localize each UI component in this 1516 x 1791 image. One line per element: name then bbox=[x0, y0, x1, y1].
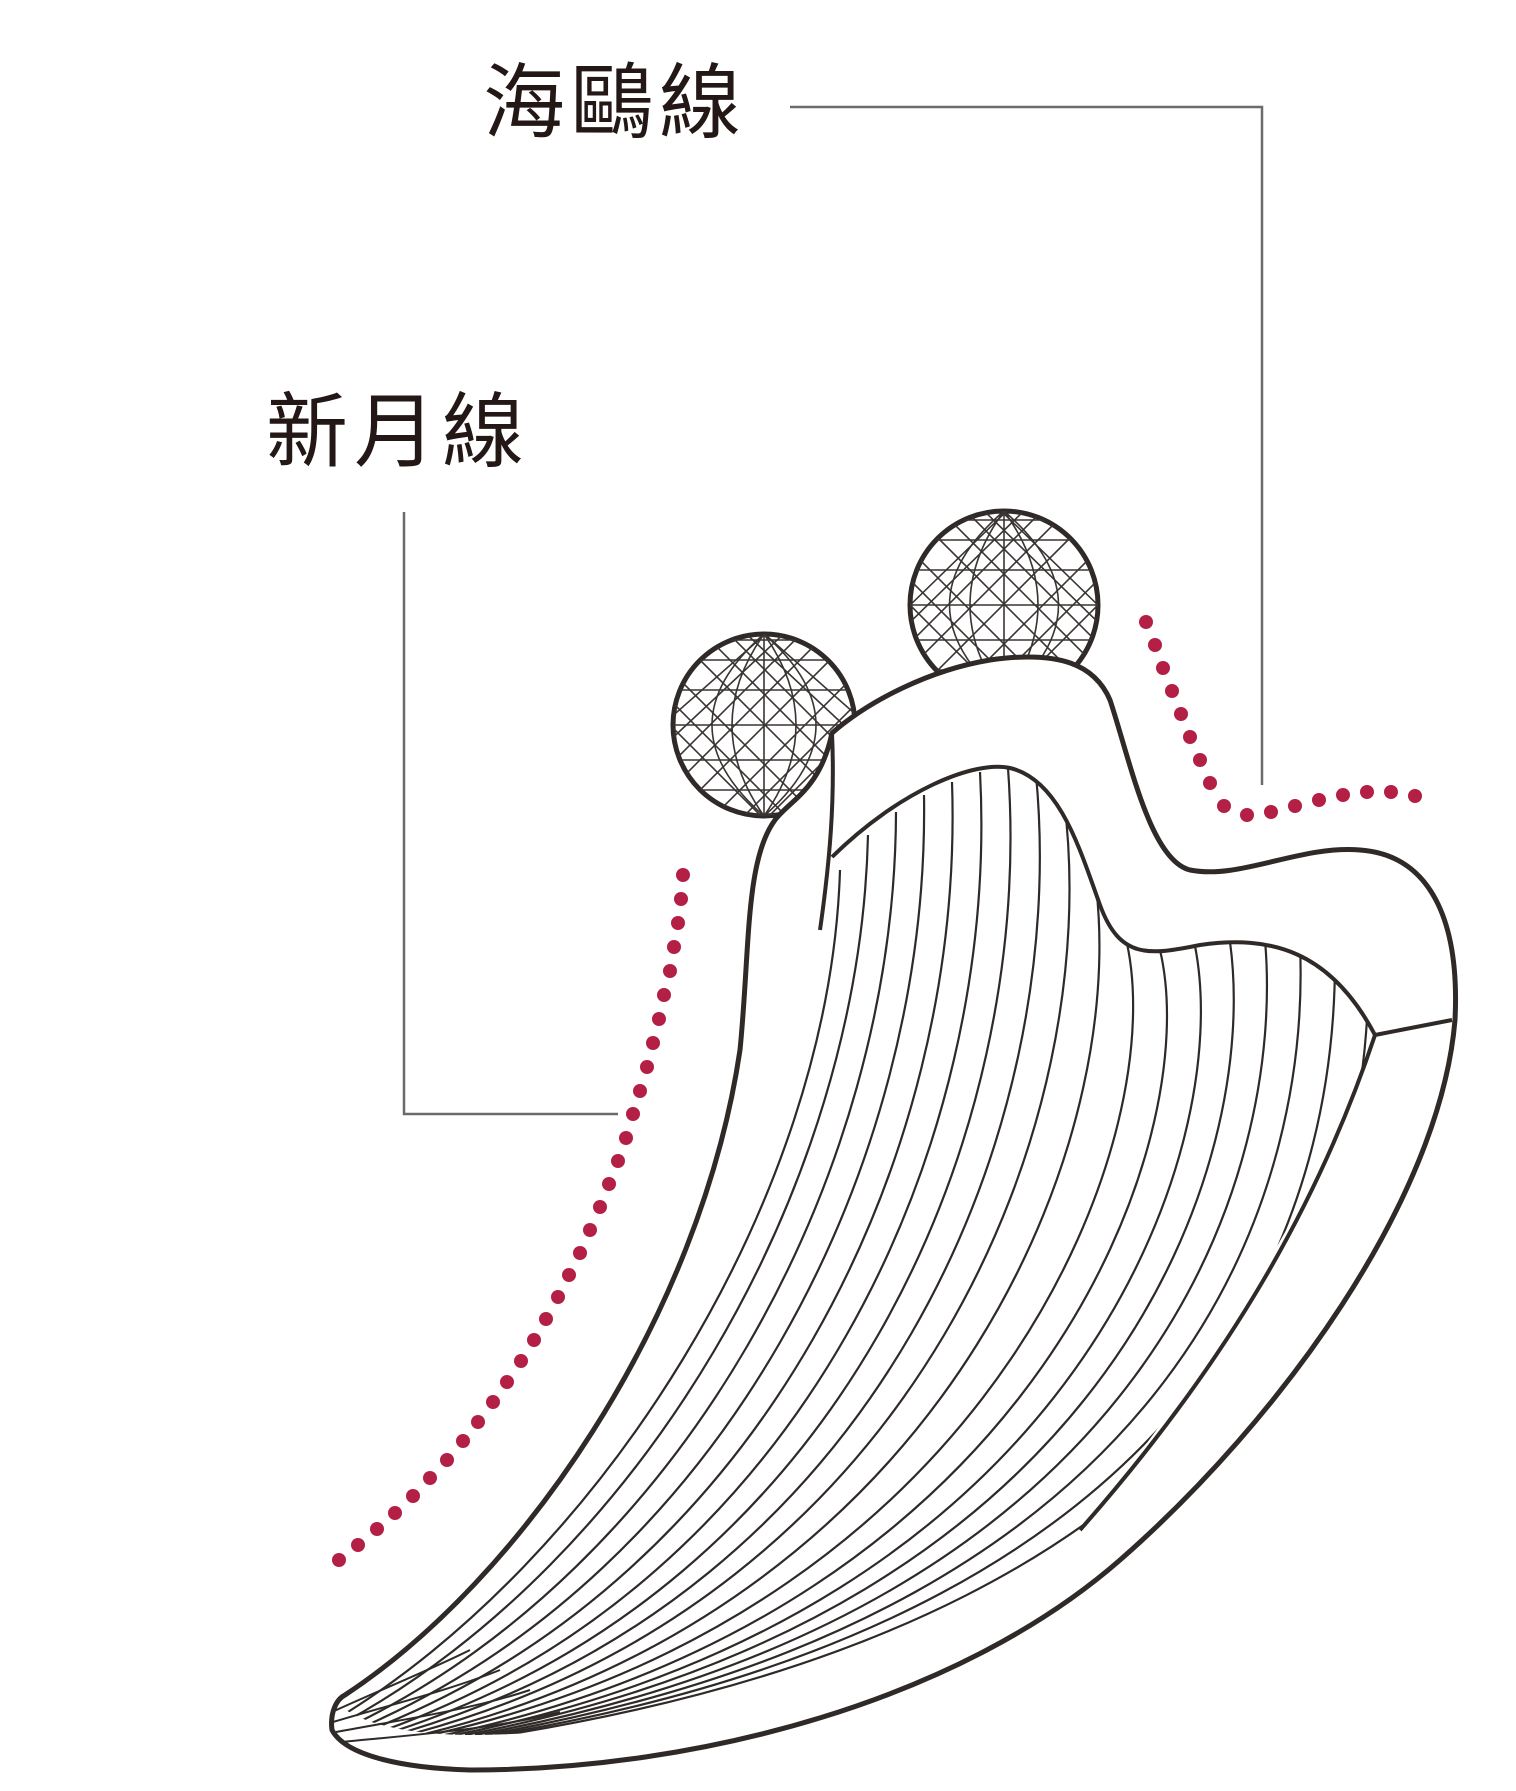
seagull-line-label: 海鷗線 bbox=[483, 56, 748, 151]
tool-bevel-line bbox=[830, 764, 1377, 1036]
seagull-leader-line bbox=[790, 105, 1264, 785]
crescent-leader-line bbox=[402, 512, 618, 1116]
tool-lower-facet bbox=[1078, 1034, 1377, 1532]
tool-stripes bbox=[335, 767, 1370, 1736]
tool-outline bbox=[329, 654, 1459, 1773]
tool-side-edge bbox=[1374, 1018, 1453, 1037]
seagull-line-dots bbox=[1139, 615, 1422, 822]
tool-left-facet bbox=[818, 732, 835, 931]
crescent-line-dots bbox=[332, 868, 690, 1567]
crescent-line-label: 新月線 bbox=[266, 385, 531, 480]
leader-lines bbox=[402, 105, 1264, 1116]
gua-sha-tool-icon bbox=[329, 654, 1459, 1773]
tool-tip-lines bbox=[331, 1649, 561, 1743]
